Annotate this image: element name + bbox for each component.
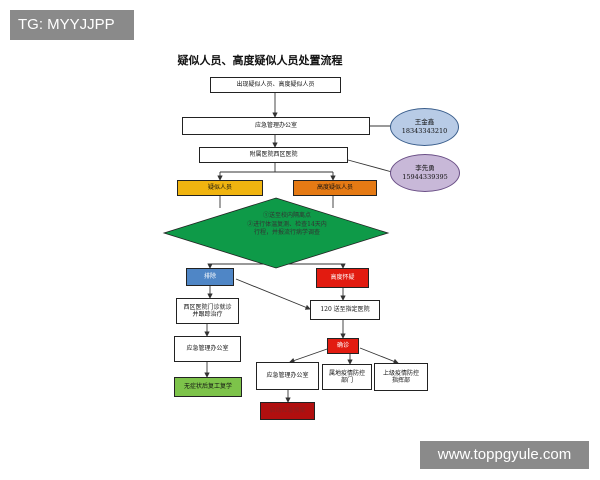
node-high-suspected: 高度疑似人员 <box>293 180 377 196</box>
node-confirmed: 确诊 <box>327 338 359 354</box>
node-local-control: 属地疫情防控部门 <box>322 364 372 390</box>
watermark-bottom-right: www.toppgyule.com <box>420 441 589 469</box>
diamond-line-3: 行程，并报流行病学调查 <box>253 229 320 237</box>
node-discover: 出现疑似人员、高度疑似人员 <box>210 77 341 93</box>
node-west-clinic: 西区医院门诊就诊并跟踪治疗 <box>176 298 239 324</box>
watermark-top-left: TG: MYYJJPP <box>10 10 134 40</box>
contact-2-phone: 15944339395 <box>402 173 448 181</box>
diamond-label: ①送至校内隔离点 ②进行体温复测、检查14天内 行程，并报流行病学调查 <box>222 212 352 238</box>
decision-diamond <box>162 197 390 269</box>
node-exclude: 排除 <box>186 268 234 286</box>
node-high-risk: 高度怀疑 <box>316 268 369 288</box>
contact-ellipse-2: 李先勇 15944339395 <box>390 154 460 192</box>
contact-1-name: 王金鑫 <box>414 117 435 126</box>
contact-1-phone: 18343343210 <box>401 127 448 135</box>
node-recovered: 无症状后复工复学 <box>174 377 242 397</box>
node-emergency-office-1: 应急管理办公室 <box>182 117 370 135</box>
contact-ellipse-1: 王金鑫 18343343210 <box>390 108 459 146</box>
diamond-line-2: ②进行体温复测、检查14天内 <box>247 220 327 228</box>
node-emergency-office-2: 应急管理办公室 <box>174 336 241 362</box>
node-hospital: 附属医院西区医院 <box>199 147 348 163</box>
node-ambulance: 120 送至指定医院 <box>310 300 380 320</box>
diagram-title: 疑似人员、高度疑似人员处置流程 <box>177 54 343 67</box>
contact-2-name: 李先勇 <box>415 163 435 172</box>
node-superior-command: 上级疫情防控指挥部 <box>374 363 428 391</box>
node-bottom-red: 启动应急预案 <box>260 402 315 420</box>
diamond-line-1: ①送至校内隔离点 <box>262 212 311 219</box>
node-suspected: 疑似人员 <box>177 180 263 196</box>
node-emergency-office-3: 应急管理办公室 <box>256 362 319 390</box>
